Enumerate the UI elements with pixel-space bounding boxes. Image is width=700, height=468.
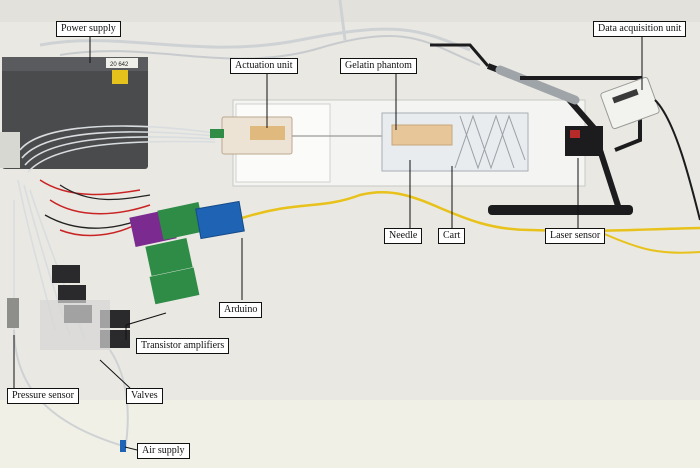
valve-manifold [40, 300, 110, 350]
label-data-acquisition-unit: Data acquisition unit [593, 21, 687, 37]
label-pressure-sensor: Pressure sensor [7, 388, 79, 404]
label-power-supply: Power supply [56, 21, 121, 37]
phone-holder [430, 43, 490, 67]
air-supply-fitting [120, 440, 126, 452]
power-supply-tag: 20 642 [110, 62, 129, 68]
floor [0, 400, 700, 468]
label-air-supply: Air supply [137, 443, 190, 459]
actuation-connector [210, 129, 224, 138]
yellow-cable-2 [599, 231, 700, 254]
wall-cable [338, 0, 347, 41]
label-transistor-amplifiers: Transistor amplifiers [136, 338, 230, 354]
arduino-board [195, 200, 245, 240]
pressure-sensor-body [7, 298, 19, 328]
table-back-edge [0, 0, 700, 22]
label-valves: Valves [126, 388, 163, 404]
label-arduino: Arduino [219, 302, 263, 318]
data-acquisition-device [600, 76, 660, 130]
power-supply: 20 642 [0, 57, 148, 169]
label-laser-sensor: Laser sensor [545, 228, 606, 244]
label-actuation-unit: Actuation unit [230, 58, 298, 74]
label-needle: Needle [384, 228, 423, 244]
gelatin-phantom [391, 124, 453, 146]
red-wires [39, 179, 151, 237]
daq-cable [654, 99, 700, 221]
label-cart: Cart [438, 228, 466, 244]
top-cable [39, 27, 471, 52]
transistor-amplifier-boards [129, 201, 205, 305]
yellow-cable [241, 190, 700, 233]
laser-sensor-stand [486, 63, 642, 215]
label-gelatin-phantom: Gelatin phantom [340, 58, 417, 74]
actuation-spool [250, 126, 285, 140]
